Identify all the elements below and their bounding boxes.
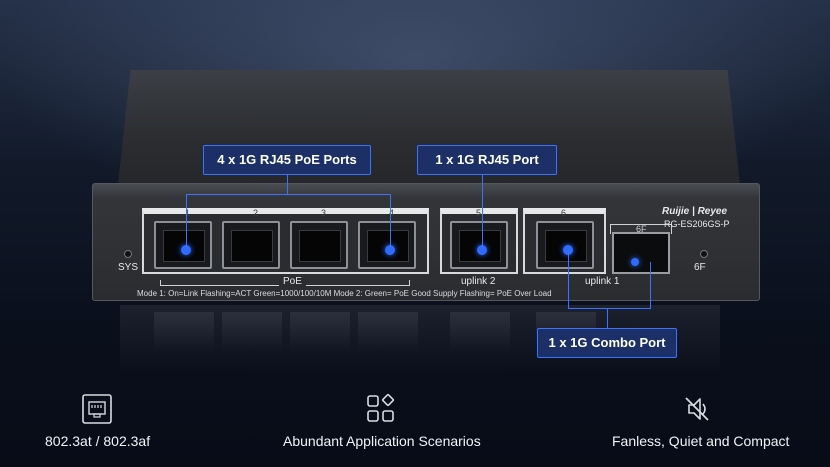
port-number-2: 2 bbox=[253, 208, 259, 218]
led-port-1 bbox=[181, 245, 191, 255]
callout-line-poe-vertical bbox=[287, 174, 288, 194]
sfp-port-frame bbox=[610, 224, 672, 234]
feature-label-fanless: Fanless, Quiet and Compact bbox=[612, 433, 790, 449]
reflection-port-4 bbox=[358, 312, 418, 352]
sfp-led bbox=[700, 250, 708, 258]
feature-label-scenarios: Abundant Application Scenarios bbox=[283, 433, 481, 449]
callout-line-rj45 bbox=[482, 174, 483, 249]
callout-line-combo-left bbox=[568, 250, 569, 308]
port-number-3: 3 bbox=[321, 208, 327, 218]
callout-line-poe-horizontal bbox=[186, 194, 390, 195]
callout-line-combo-horizontal bbox=[568, 308, 651, 309]
reflection-port-1 bbox=[154, 312, 214, 352]
uplink2-label: uplink 2 bbox=[461, 276, 496, 287]
port-number-5: 5 bbox=[476, 208, 482, 218]
brand-logo: Ruijie | Reyee bbox=[662, 206, 728, 217]
callout-rj45-port: 1 x 1G RJ45 Port bbox=[417, 145, 557, 175]
callout-line-combo-right bbox=[650, 262, 651, 308]
callout-poe-ports: 4 x 1G RJ45 PoE Ports bbox=[203, 145, 371, 175]
callout-line-poe-left bbox=[186, 194, 187, 249]
rj45-port-5 bbox=[450, 221, 508, 269]
rj45-port-2 bbox=[222, 221, 280, 269]
port-number-6: 6 bbox=[561, 208, 567, 218]
led-port-5 bbox=[477, 245, 487, 255]
rj45-port-6 bbox=[536, 221, 594, 269]
callout-line-combo-vertical bbox=[607, 308, 608, 328]
rj45-port-1 bbox=[154, 221, 212, 269]
poe-group-label: PoE bbox=[279, 276, 306, 287]
mode-legend: Mode 1: On=Link Flashing=ACT Green=1000/… bbox=[137, 289, 552, 298]
sys-led bbox=[124, 250, 132, 258]
callout-combo-port: 1 x 1G Combo Port bbox=[537, 328, 677, 358]
sys-label: SYS bbox=[118, 262, 139, 273]
fan-muted-icon bbox=[685, 397, 709, 421]
led-port-4 bbox=[385, 245, 395, 255]
rj45-port-3 bbox=[290, 221, 348, 269]
port-number-4: 4 bbox=[389, 208, 395, 218]
model-label: RG-ES206GS-P bbox=[664, 219, 730, 229]
reflection-port-5 bbox=[450, 312, 510, 352]
led-sfp bbox=[631, 258, 639, 266]
sfp-port-label: 6F bbox=[636, 224, 647, 234]
apps-grid-icon bbox=[367, 393, 395, 422]
reflection-port-2 bbox=[222, 312, 282, 352]
sfp-port bbox=[612, 232, 670, 274]
ethernet-port-icon bbox=[82, 394, 112, 424]
reflection-port-3 bbox=[290, 312, 350, 352]
port-number-1: 1 bbox=[185, 208, 191, 218]
uplink1-label: uplink 1 bbox=[585, 276, 620, 287]
sfp-led-label: 6F bbox=[694, 262, 706, 273]
callout-line-poe-right bbox=[390, 194, 391, 249]
feature-label-poe: 802.3at / 802.3af bbox=[45, 433, 151, 449]
